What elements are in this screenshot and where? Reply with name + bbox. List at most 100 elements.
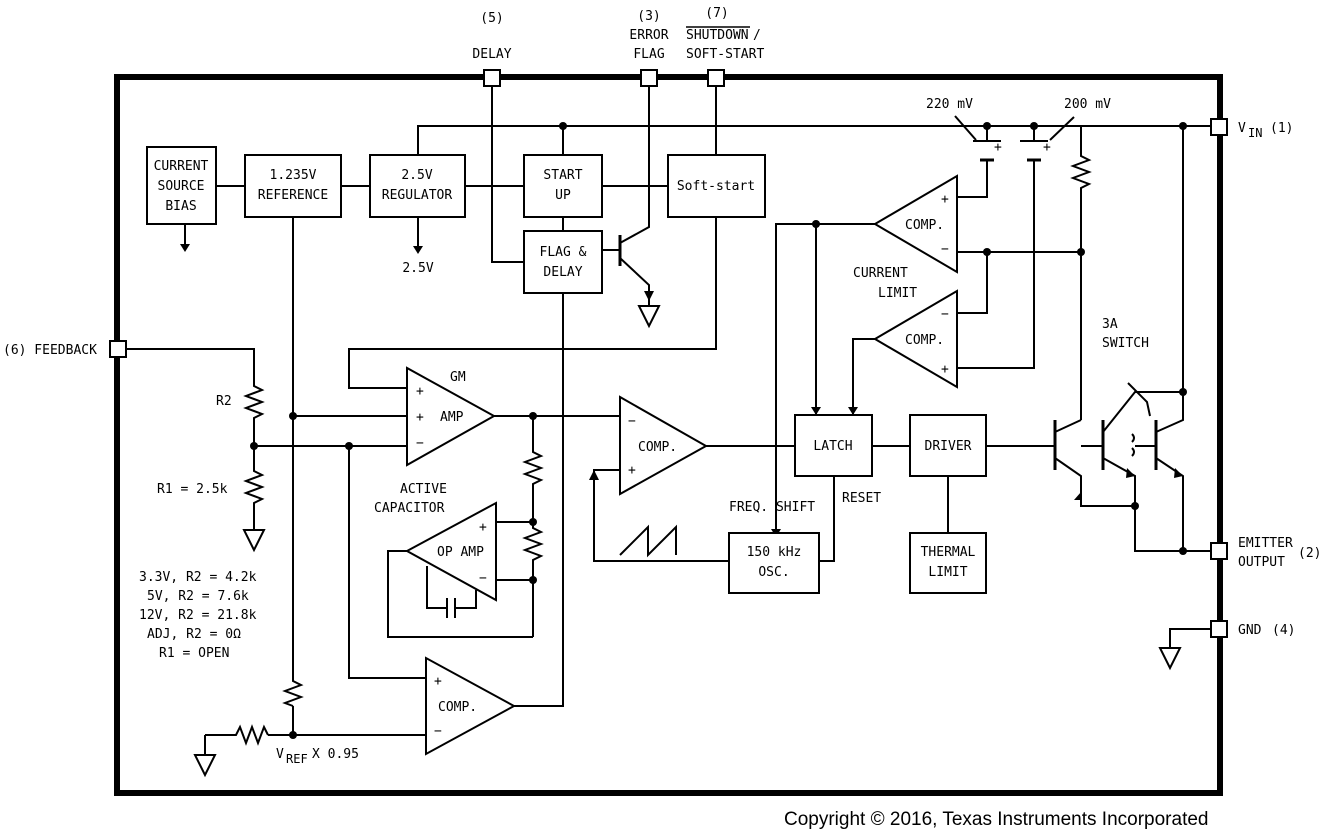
svg-text:FREQ. SHIFT: FREQ. SHIFT — [729, 500, 815, 515]
svg-text:SHUTDOWN: SHUTDOWN — [686, 28, 749, 43]
svg-text:+: + — [416, 384, 424, 399]
resistor-r1 — [243, 465, 265, 509]
svg-text:LIMIT: LIMIT — [928, 565, 967, 580]
pin-emitter-output: EMITTER OUTPUT (2) — [1210, 536, 1321, 570]
svg-text:(5): (5) — [480, 11, 503, 26]
svg-text:X 0.95: X 0.95 — [312, 747, 359, 762]
svg-text:DELAY: DELAY — [472, 47, 511, 62]
svg-text:REGULATOR: REGULATOR — [382, 188, 453, 203]
start-up-block: START UP — [523, 154, 603, 218]
switch-pointer — [1127, 382, 1151, 417]
svg-text:220 mV: 220 mV — [926, 97, 973, 112]
annotations: CURRENT LIMIT 3A SWITCH ACTIVE CAPACITOR… — [139, 266, 1149, 766]
arrowheads — [180, 244, 1183, 537]
pin-gnd: GND (4) — [1210, 620, 1295, 638]
reference-comparator: COMP. + − — [425, 656, 517, 756]
svg-text:−: − — [434, 724, 442, 739]
ground-icon — [637, 305, 661, 329]
svg-text:OP AMP: OP AMP — [437, 545, 484, 560]
svg-text:12V, R2 = 21.8k: 12V, R2 = 21.8k — [139, 608, 257, 623]
svg-text:REF: REF — [286, 752, 308, 766]
pwm-comparator: COMP. − + — [619, 395, 709, 496]
svg-text:ERROR: ERROR — [629, 28, 668, 43]
svg-text:(6) FEEDBACK: (6) FEEDBACK — [3, 343, 97, 358]
wiring — [126, 86, 1211, 755]
svg-text:R1 = 2.5k: R1 = 2.5k — [157, 482, 228, 497]
svg-text:SOFT-START: SOFT-START — [686, 47, 764, 62]
svg-text:R1 = OPEN: R1 = OPEN — [159, 646, 229, 661]
svg-text:ADJ, R2 = 0Ω: ADJ, R2 = 0Ω — [147, 627, 241, 642]
svg-text:ACTIVE: ACTIVE — [400, 482, 447, 497]
svg-text:GM: GM — [450, 370, 466, 385]
svg-text:(7): (7) — [705, 6, 728, 21]
sawtooth-waveform — [619, 524, 677, 558]
switch-inductor-mark — [1131, 433, 1135, 457]
ic-outline — [114, 74, 1223, 796]
ground-icon — [1158, 647, 1182, 671]
svg-text:1.235V: 1.235V — [270, 168, 317, 183]
svg-text:5V, R2 = 7.6k: 5V, R2 = 7.6k — [147, 589, 249, 604]
resistor-r2 — [243, 380, 265, 424]
svg-text:/: / — [753, 28, 761, 43]
ground-icon — [193, 754, 217, 778]
svg-text:+: + — [994, 140, 1002, 155]
svg-text:+: + — [479, 520, 487, 535]
svg-text:+: + — [628, 463, 636, 478]
svg-text:R2: R2 — [216, 394, 232, 409]
svg-text:3.3V, R2 = 4.2k: 3.3V, R2 = 4.2k — [139, 570, 257, 585]
current-limit-comparator-upper: COMP. + − — [873, 174, 958, 274]
thermal-limit-block: THERMAL LIMIT — [909, 532, 987, 594]
voltage-source-200mv: + 200 mV — [1020, 97, 1111, 162]
svg-text:SWITCH: SWITCH — [1102, 336, 1149, 351]
svg-text:+: + — [941, 192, 949, 207]
svg-text:DELAY: DELAY — [543, 265, 582, 280]
soft-start-block: Soft-start — [667, 154, 766, 218]
svg-text:COMP.: COMP. — [638, 440, 677, 455]
pin-error-flag: (3) ERROR FLAG — [629, 9, 669, 87]
svg-text:(4): (4) — [1272, 623, 1295, 638]
svg-text:(1): (1) — [1270, 121, 1293, 136]
current-limit-comparator-lower: COMP. − + — [873, 289, 958, 389]
svg-text:THERMAL: THERMAL — [921, 545, 976, 560]
resistor-active-cap-top — [522, 446, 544, 490]
svg-text:−: − — [479, 571, 487, 586]
svg-text:V: V — [276, 747, 284, 762]
svg-text:OUTPUT: OUTPUT — [1238, 555, 1285, 570]
active-capacitor-op-amp: OP AMP + − — [404, 501, 497, 602]
svg-text:EMITTER: EMITTER — [1238, 536, 1293, 551]
pin-delay: (5) DELAY — [472, 11, 512, 87]
svg-text:+: + — [941, 362, 949, 377]
svg-text:COMP.: COMP. — [438, 700, 477, 715]
svg-text:(2): (2) — [1298, 546, 1321, 561]
svg-text:−: − — [416, 436, 424, 451]
oscillator-block: 150 kHz OSC. — [728, 532, 820, 594]
voltage-source-220mv: + 220 mV — [926, 97, 1002, 162]
copyright-notice: Copyright © 2016, Texas Instruments Inco… — [784, 809, 1209, 830]
resistor-switch-sense — [1070, 150, 1092, 194]
svg-text:+: + — [1043, 140, 1051, 155]
svg-text:BIAS: BIAS — [165, 199, 196, 214]
pin-feedback: (6) FEEDBACK — [3, 340, 127, 358]
svg-text:IN: IN — [1248, 126, 1262, 140]
svg-text:LATCH: LATCH — [813, 439, 852, 454]
current-source-bias-block: CURRENT SOURCE BIAS — [146, 146, 217, 225]
svg-text:RESET: RESET — [842, 491, 881, 506]
driver-block: DRIVER — [909, 414, 987, 477]
ground-icon — [242, 529, 266, 553]
svg-text:SOURCE: SOURCE — [158, 179, 205, 194]
pin-vin: V IN (1) — [1210, 118, 1293, 140]
svg-text:FLAG: FLAG — [633, 47, 664, 62]
svg-text:OSC.: OSC. — [758, 565, 789, 580]
svg-text:START: START — [543, 168, 582, 183]
latch-block: LATCH — [794, 414, 873, 477]
svg-text:+: + — [416, 410, 424, 425]
regulator-block: 2.5V REGULATOR 2.5V — [369, 154, 466, 276]
resistors — [230, 150, 1092, 746]
pin-shutdown-soft-start: (7) SHUTDOWN / SOFT-START — [686, 6, 764, 87]
svg-text:3A: 3A — [1102, 317, 1118, 332]
svg-text:DRIVER: DRIVER — [925, 439, 972, 454]
svg-text:−: − — [941, 307, 949, 322]
svg-text:2.5V: 2.5V — [401, 168, 432, 183]
svg-text:(3): (3) — [637, 9, 660, 24]
svg-text:CURRENT: CURRENT — [853, 266, 908, 281]
